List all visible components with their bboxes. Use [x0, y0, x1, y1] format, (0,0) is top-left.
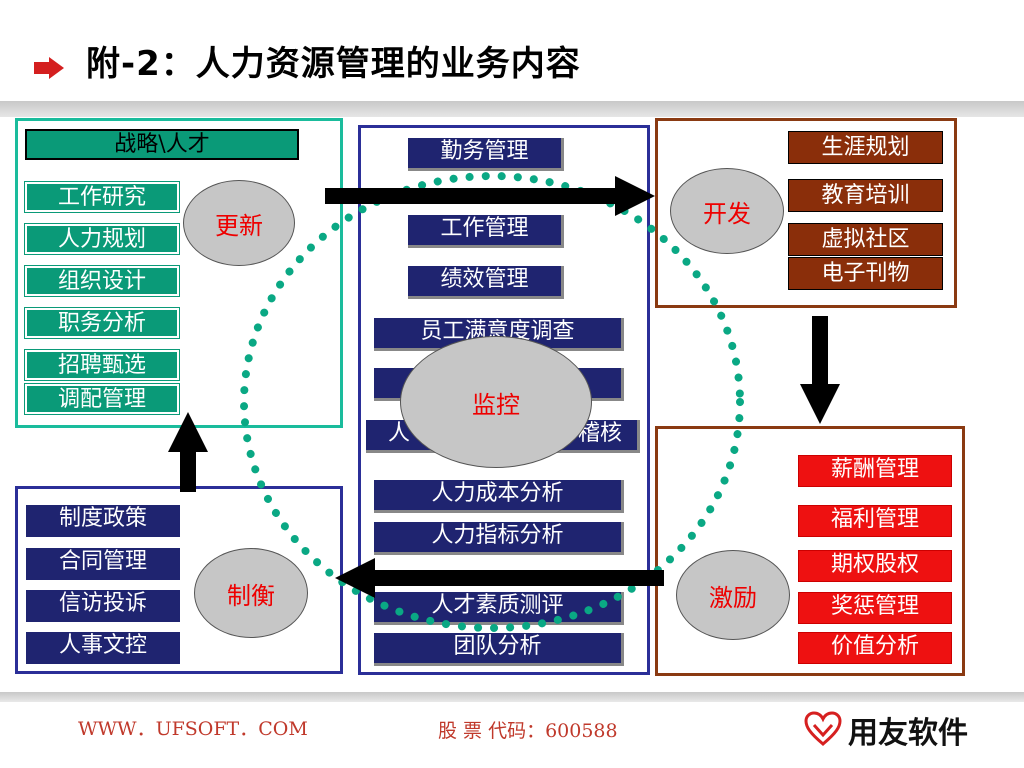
brand-name: 用友软件	[848, 716, 968, 751]
panel-renewal	[15, 118, 343, 428]
equity-item: 期权股权	[798, 550, 952, 582]
develop-oval: 开发	[670, 168, 784, 254]
panel-motivate	[655, 426, 965, 676]
attendance-item: 勤务管理	[408, 138, 564, 171]
virtual-community-item: 虚拟社区	[788, 223, 943, 256]
page-title: 附-2：人力资源管理的业务内容	[86, 44, 581, 84]
arrow-to-renewal	[168, 412, 208, 492]
bullet-arrow-icon	[34, 57, 64, 79]
balance-oval: 制衡	[194, 548, 308, 638]
arrow-to-balance	[335, 558, 664, 598]
renewal-oval: 更新	[183, 180, 295, 266]
arrow-to-develop	[325, 176, 655, 216]
doc-control-item: 人事文控	[26, 632, 180, 664]
stock-code-text: 股 票 代码：600588	[438, 720, 618, 742]
salary-item: 薪酬管理	[798, 455, 952, 487]
arrow-to-motivate	[800, 316, 840, 424]
strategy-talent-header: 战略\人才	[25, 129, 299, 160]
motivate-oval: 激励	[676, 550, 790, 640]
ufsoft-logo-icon	[804, 711, 842, 746]
dotted-cycle-circle	[240, 172, 744, 632]
bottom-divider	[0, 692, 1024, 702]
contract-item: 合同管理	[26, 548, 180, 580]
recruitment-item: 招聘甄选	[24, 349, 180, 381]
hr-index-item: 人力指标分析	[374, 522, 624, 555]
team-analysis-item: 团队分析	[374, 633, 624, 666]
panel-monitor	[358, 125, 650, 675]
value-analysis-item: 价值分析	[798, 632, 952, 664]
work-mgmt-item: 工作管理	[408, 215, 564, 248]
hr-cost-item: 人力成本分析	[374, 480, 624, 513]
training-item: 教育培训	[788, 179, 943, 212]
allocation-item: 调配管理	[24, 383, 180, 415]
top-divider	[0, 101, 1024, 117]
welfare-item: 福利管理	[798, 505, 952, 537]
website-text: WWW．UFSOFT．COM	[78, 718, 308, 740]
petition-item: 信访投诉	[26, 590, 180, 622]
job-analysis-item: 职务分析	[24, 307, 180, 339]
performance-item: 绩效管理	[408, 266, 564, 299]
work-research-item: 工作研究	[24, 181, 180, 213]
org-design-item: 组织设计	[24, 265, 180, 297]
hr-planning-item: 人力规划	[24, 223, 180, 255]
audit-item-left: 人	[388, 421, 411, 446]
monitor-oval: 监控	[400, 336, 592, 468]
policy-item: 制度政策	[26, 505, 180, 537]
career-planning-item: 生涯规划	[788, 131, 943, 164]
reward-punish-item: 奖惩管理	[798, 592, 952, 624]
panel-develop	[655, 118, 957, 308]
e-journal-item: 电子刊物	[788, 257, 943, 290]
